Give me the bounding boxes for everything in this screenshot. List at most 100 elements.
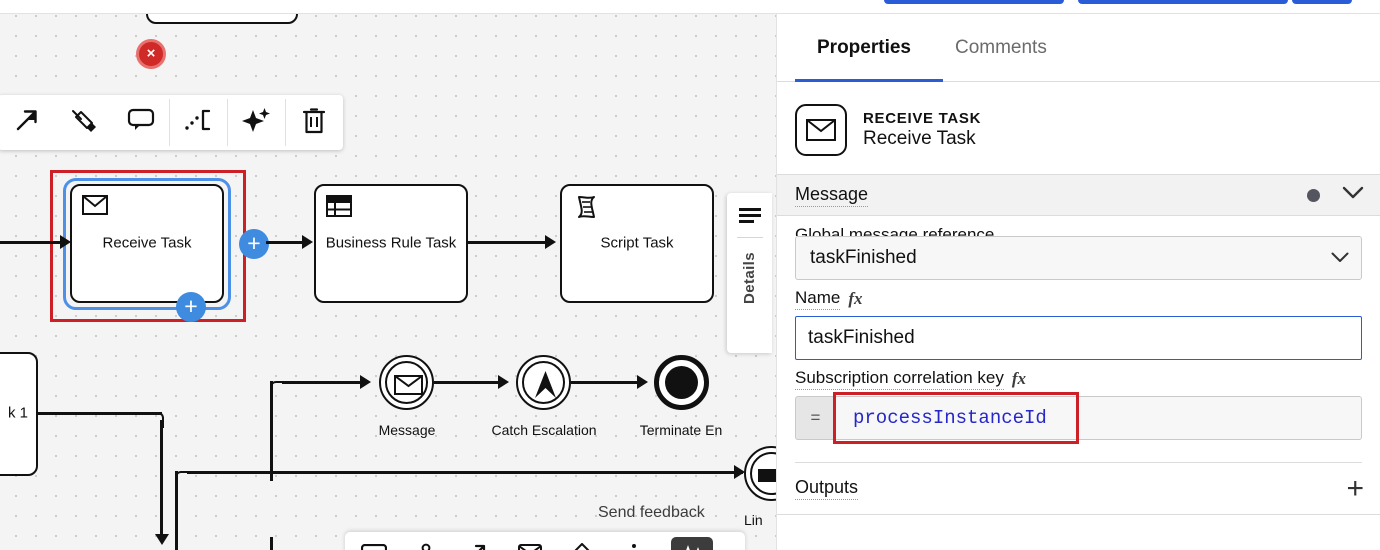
sequence-flow xyxy=(0,241,62,244)
sequence-flow xyxy=(175,471,178,550)
flow-arrowhead xyxy=(60,235,71,249)
chevron-down-icon xyxy=(1331,247,1349,269)
task-label: k 1 xyxy=(7,404,28,422)
sequence-flow xyxy=(571,381,641,384)
canvas-task-business-rule-task[interactable]: Business Rule Task xyxy=(314,184,468,303)
tab-comments[interactable]: Comments xyxy=(954,36,1047,58)
canvas-task-script-task[interactable]: Script Task xyxy=(560,184,714,303)
toolbar-button-left[interactable] xyxy=(884,0,1064,4)
subscription-correlation-key-label: Subscription correlation key fx xyxy=(795,368,1362,390)
subscription-correlation-key-wrapper: Subscription correlation key fx = proces… xyxy=(795,368,1362,444)
palette-task-button[interactable] xyxy=(359,539,389,550)
bpmn-canvas[interactable]: × Receive Task + + xyxy=(0,0,776,550)
expression-equals-prefix: = xyxy=(795,396,835,440)
palette-send-task-button[interactable] xyxy=(463,539,493,550)
group-status-dot xyxy=(1307,188,1320,202)
palette-more-button[interactable] xyxy=(619,539,649,550)
event-inner-ring xyxy=(522,361,565,404)
sequence-flow xyxy=(270,537,273,550)
name-field-wrapper: Name fx xyxy=(795,288,1362,360)
context-pad[interactable] xyxy=(0,95,343,150)
canvas-event-catch-escalation-event[interactable] xyxy=(516,355,571,410)
global-message-reference-select[interactable]: taskFinished xyxy=(795,236,1362,280)
link-icon xyxy=(758,469,776,487)
table-icon xyxy=(326,195,352,217)
append-element-icon xyxy=(184,107,212,138)
append-element-button[interactable] xyxy=(170,95,227,150)
filled-circle xyxy=(665,366,698,399)
group-header-message[interactable]: Message xyxy=(777,174,1380,216)
toolbar-divider xyxy=(0,13,1380,14)
message-group-body: Global message reference taskFinished Na… xyxy=(777,218,1380,463)
divider xyxy=(226,99,228,146)
envelope-icon xyxy=(795,104,847,156)
delete-element-button[interactable] xyxy=(286,95,343,150)
group-header-outputs[interactable]: Outputs + xyxy=(777,463,1380,515)
details-tab-label: Details xyxy=(741,252,758,304)
flow-arrowhead xyxy=(302,235,313,249)
fx-icon[interactable]: fx xyxy=(1011,369,1026,388)
divider xyxy=(795,462,1362,463)
envelope-icon xyxy=(394,375,423,400)
script-icon xyxy=(572,195,598,218)
ai-assist-button[interactable] xyxy=(228,95,285,150)
sequence-flow xyxy=(282,381,364,384)
canvas-event-terminate-end-event[interactable] xyxy=(654,355,709,410)
escalation-arrow-icon xyxy=(534,370,557,404)
canvas-task-task-1[interactable]: k 1 xyxy=(0,352,38,476)
name-input[interactable] xyxy=(795,316,1362,360)
details-panel-tab[interactable]: Details xyxy=(727,193,772,353)
add-output-button[interactable]: + xyxy=(1346,471,1364,505)
set-color-button[interactable] xyxy=(55,95,112,150)
select-value: taskFinished xyxy=(810,247,917,268)
flow-corner xyxy=(175,471,191,485)
append-text-annotation-button[interactable] xyxy=(112,95,169,150)
palette-ai-button[interactable] xyxy=(671,537,713,550)
task-label: Business Rule Task xyxy=(325,234,457,252)
append-plus-badge-bottom[interactable]: + xyxy=(176,292,206,322)
chevron-down-icon[interactable] xyxy=(1342,186,1364,205)
divider xyxy=(284,99,286,146)
canvas-top-strip xyxy=(0,0,776,14)
expression-row: = processInstanceId xyxy=(795,392,1362,444)
trash-icon xyxy=(302,107,326,139)
toolbar-button-right[interactable] xyxy=(1292,0,1352,4)
toolbar-button-middle[interactable] xyxy=(1078,0,1288,4)
event-label: Message xyxy=(378,422,436,438)
correlation-key-label-text: Subscription correlation key xyxy=(795,368,1004,390)
append-plus-badge-right[interactable]: + xyxy=(239,229,269,259)
divider xyxy=(169,99,170,146)
panel-tabs: Properties Comments xyxy=(777,14,1380,82)
element-header: RECEIVE TASK Receive Task xyxy=(777,82,1380,174)
group-title: Message xyxy=(795,184,869,207)
element-type-label: RECEIVE TASK xyxy=(863,110,982,127)
event-label: Catch Escalation xyxy=(491,422,597,438)
palette-user-task-button[interactable] xyxy=(411,539,441,550)
divider xyxy=(736,237,763,238)
event-label: Lin xyxy=(744,512,763,528)
name-label-text: Name xyxy=(795,288,841,310)
global-message-reference-label: Global message reference xyxy=(795,225,995,236)
flow-arrowhead xyxy=(545,235,556,249)
fx-icon[interactable]: fx xyxy=(848,289,863,308)
flow-arrowhead xyxy=(637,375,648,389)
connect-tool-button[interactable] xyxy=(0,95,55,150)
properties-panel: Properties Comments RECEIVE TASK Receive… xyxy=(776,14,1380,550)
canvas-event-message-event[interactable] xyxy=(379,355,434,410)
send-feedback-label[interactable]: Send feedback xyxy=(598,504,705,521)
sequence-flow xyxy=(160,420,163,538)
tab-properties[interactable]: Properties xyxy=(795,14,933,81)
task-label: Script Task xyxy=(600,234,674,252)
canvas-task-receive-task[interactable]: Receive Task xyxy=(70,184,224,303)
canvas-event-link-event[interactable] xyxy=(744,446,776,501)
flow-arrowhead xyxy=(498,375,509,389)
element-palette[interactable] xyxy=(345,532,745,550)
error-badge[interactable]: × xyxy=(136,39,166,69)
envelope-icon xyxy=(82,195,108,217)
subscription-correlation-key-input[interactable]: processInstanceId xyxy=(835,396,1362,440)
palette-gateway-button[interactable] xyxy=(567,539,597,550)
name-field-label: Name fx xyxy=(795,288,1362,310)
flow-arrowhead xyxy=(734,465,745,479)
palette-message-event-button[interactable] xyxy=(515,539,545,550)
